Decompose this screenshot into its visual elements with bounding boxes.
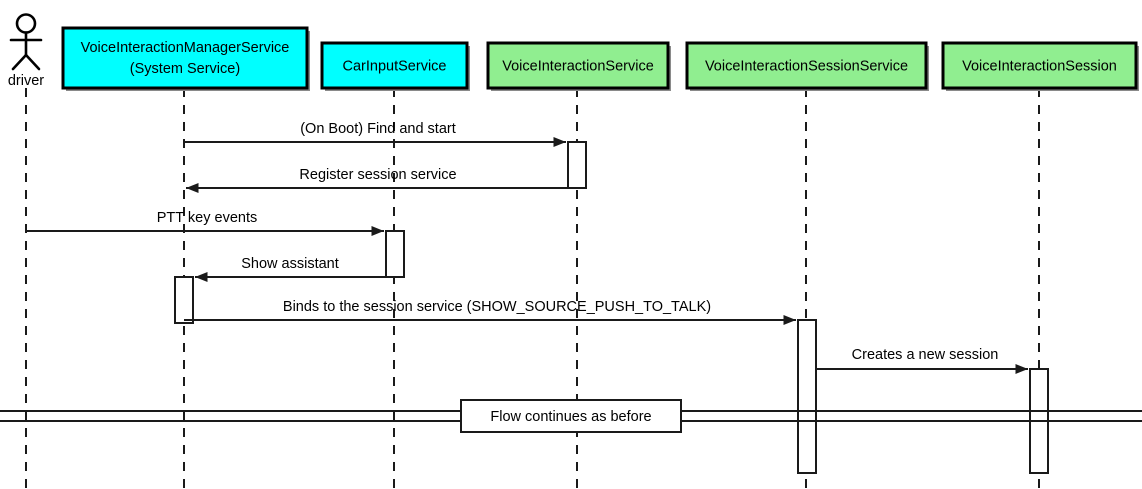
actor-right-leg-icon (24, 53, 41, 71)
participant-label-viss: VoiceInteractionSessionService (705, 58, 908, 74)
activation-bar-vis (567, 141, 587, 189)
participant-viss[interactable]: VoiceInteractionSessionService (685, 41, 929, 91)
participant-visession[interactable]: VoiceInteractionSession (941, 41, 1139, 91)
participant-label-visession: VoiceInteractionSession (962, 58, 1117, 74)
participant-vis[interactable]: VoiceInteractionService (486, 41, 671, 91)
activation-bar-vims (174, 276, 194, 324)
message-label-register-session-service: Register session service (299, 167, 456, 183)
message-label-on-boot-find-and-start: (On Boot) Find and start (300, 121, 456, 137)
participant-label-vims-line1: VoiceInteractionManagerService (81, 40, 290, 56)
message-show-assistant[interactable]: Show assistant (195, 256, 386, 282)
participant-vims[interactable]: VoiceInteractionManagerService (System S… (61, 26, 310, 91)
participant-box-visession[interactable] (941, 41, 1138, 90)
message-binds-to-session-service[interactable]: Binds to the session service (SHOW_SOURC… (184, 299, 796, 325)
participant-driver[interactable]: driver (8, 13, 44, 90)
participant-label-carinput: CarInputService (343, 58, 447, 74)
actor-left-leg-icon (11, 53, 28, 71)
message-label-show-assistant: Show assistant (241, 256, 339, 272)
divider-flow-continues: Flow continues as before (0, 399, 1142, 433)
participant-label-driver: driver (8, 73, 44, 89)
actor-head-icon (15, 13, 37, 34)
participant-box-carinput[interactable] (320, 41, 469, 90)
message-label-creates-a-new-session: Creates a new session (852, 347, 999, 363)
activation-bar-carinput (385, 230, 405, 278)
participant-box-vims[interactable] (61, 26, 309, 90)
activation-bar-viss (797, 319, 817, 474)
message-creates-a-new-session[interactable]: Creates a new session (816, 347, 1028, 374)
message-label-ptt-key-events: PTT key events (157, 210, 257, 226)
participant-carinput[interactable]: CarInputService (320, 41, 470, 91)
message-on-boot-find-and-start[interactable]: (On Boot) Find and start (184, 121, 566, 147)
participant-box-viss[interactable] (685, 41, 928, 90)
message-label-binds-to-session-service: Binds to the session service (SHOW_SOURC… (283, 299, 711, 315)
participant-label-vims-line2: (System Service) (130, 61, 240, 77)
divider-note-label: Flow continues as before (490, 409, 651, 425)
participant-label-vis: VoiceInteractionService (502, 58, 654, 74)
message-ptt-key-events[interactable]: PTT key events (26, 210, 384, 236)
message-register-session-service[interactable]: Register session service (186, 167, 568, 193)
participant-box-vis[interactable] (486, 41, 670, 90)
divider-note-box (460, 399, 682, 433)
